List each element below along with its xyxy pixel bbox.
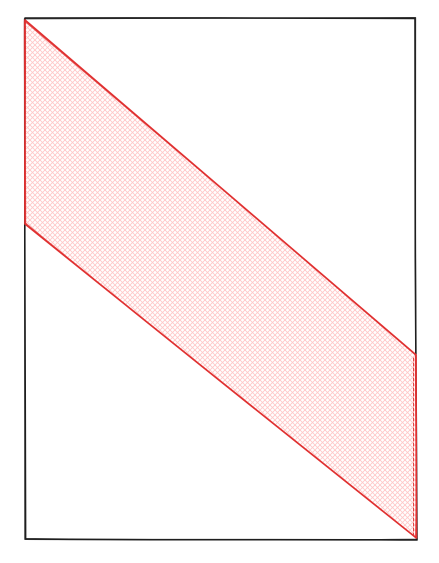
diagonal-band-outline-b (23, 20, 417, 538)
outer-rectangle-stroke-b (23, 17, 417, 541)
diagonal-band[interactable] (23, 19, 418, 539)
outer-rectangle[interactable] (23, 17, 418, 541)
diagonal-band-fill (25, 20, 416, 538)
